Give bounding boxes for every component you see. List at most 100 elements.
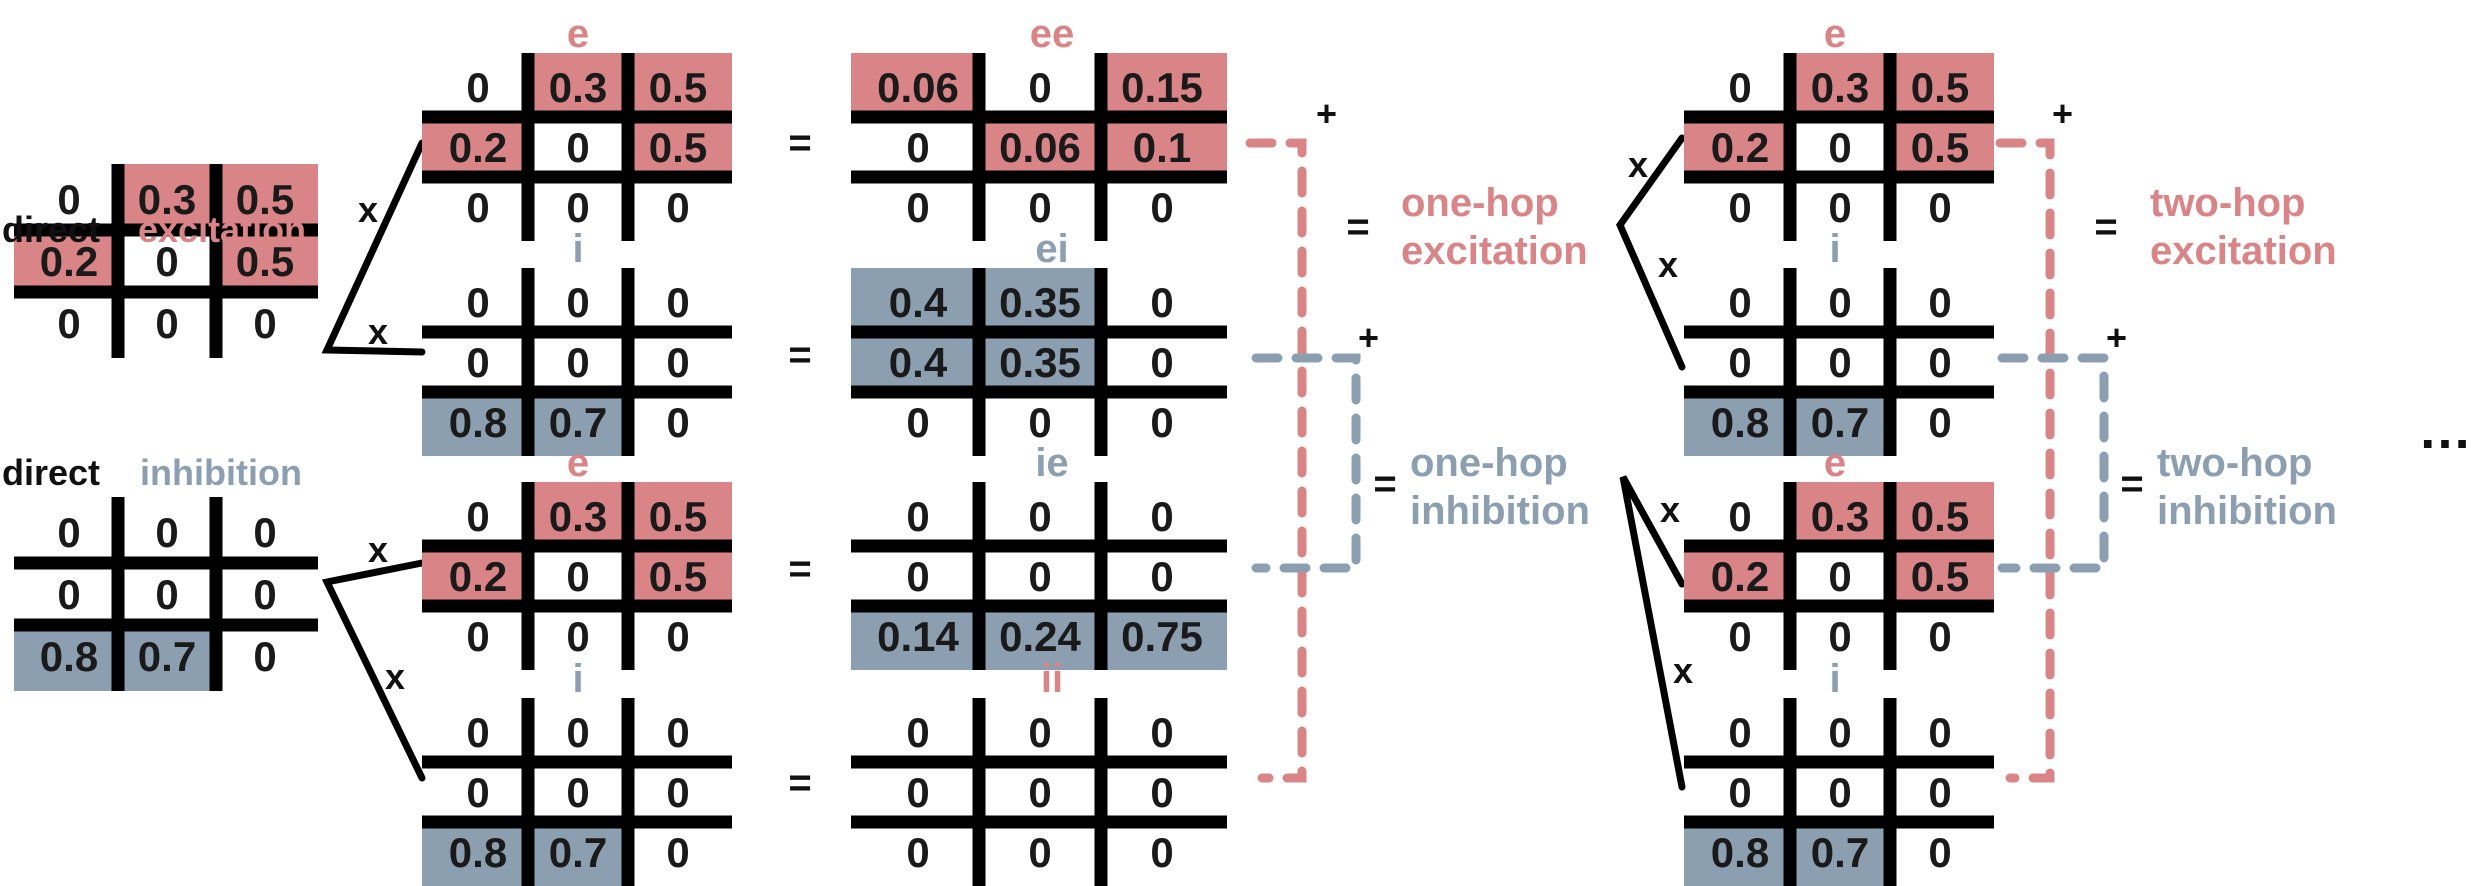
matrix-cell-value: 0.5 bbox=[649, 64, 707, 111]
equals-sign: = bbox=[1373, 462, 1396, 506]
matrix-cell-value: 0.2 bbox=[1711, 553, 1769, 600]
matrix-cell-shade bbox=[210, 164, 318, 234]
matrix-cell-value: 0 bbox=[466, 769, 489, 816]
label-onehop-factor-4: i bbox=[572, 657, 583, 701]
matrix-cell-value: 0 bbox=[1028, 769, 1051, 816]
matrix-cell-value: 0 bbox=[906, 124, 929, 171]
grid-line-vertical bbox=[1883, 698, 1897, 886]
matrix-cell-value: 0.06 bbox=[999, 124, 1081, 171]
grid-line-vertical bbox=[972, 53, 986, 241]
matrix-cell-value: 0 bbox=[1828, 769, 1851, 816]
label-product-ii: ii bbox=[1041, 657, 1063, 701]
matrix-cell-value: 0 bbox=[666, 184, 689, 231]
grid-line-horizontal bbox=[422, 539, 732, 553]
matrix-cell-value: 0 bbox=[1728, 184, 1751, 231]
grid-line-vertical bbox=[1094, 698, 1108, 886]
grid-line-vertical bbox=[1783, 698, 1797, 886]
matrix-cell-value: 0.14 bbox=[877, 613, 959, 660]
matrix-cell-value: 0 bbox=[1928, 769, 1951, 816]
equals-sign: = bbox=[788, 121, 811, 165]
grid-line-horizontal bbox=[14, 556, 318, 570]
matrix-cell-shade bbox=[1784, 482, 1894, 550]
matrix-cell-value: 0 bbox=[466, 613, 489, 660]
one-hop-inhibition-line1: one-hop bbox=[1410, 441, 1568, 485]
matrix-cell-value: 0 bbox=[57, 571, 80, 618]
grid-line-vertical bbox=[1094, 482, 1108, 670]
matrix-cell-value: 0.8 bbox=[449, 829, 507, 876]
grid-line-horizontal bbox=[422, 755, 732, 769]
matrix-cell-value: 0 bbox=[1028, 399, 1051, 446]
matrix-cell-shade bbox=[851, 53, 983, 121]
grid-line-vertical bbox=[1094, 53, 1108, 241]
matrix-cell-value: 0.3 bbox=[138, 176, 196, 223]
matrix-cell-value: 0 bbox=[666, 399, 689, 446]
matrix-cell-value: 0 bbox=[155, 571, 178, 618]
matrix-cell-value: 0.8 bbox=[40, 633, 98, 680]
grid-line-vertical bbox=[111, 164, 125, 358]
grid-line-vertical bbox=[621, 53, 635, 241]
matrix-cell-value: 0.7 bbox=[549, 399, 607, 446]
equals-sign: = bbox=[2120, 462, 2143, 506]
matrix-cell-value: 0 bbox=[155, 300, 178, 347]
branch-connector-inhibition bbox=[321, 559, 426, 782]
bracket-one-hop-excitation bbox=[1245, 138, 1307, 783]
multiply-sign: x bbox=[1673, 650, 1693, 691]
matrix-cell-value: 0 bbox=[1728, 709, 1751, 756]
matrix-cell-value: 0.2 bbox=[1711, 124, 1769, 171]
grid-line-vertical bbox=[1783, 53, 1797, 241]
matrix-cell-value: 0 bbox=[253, 633, 276, 680]
grid-line-vertical bbox=[521, 268, 535, 456]
grid-line-horizontal bbox=[422, 599, 732, 613]
matrix-cell-value: 0.5 bbox=[1911, 553, 1969, 600]
branch-connector-two-hop-top bbox=[1615, 134, 1686, 371]
matrix-cell-value: 0 bbox=[566, 709, 589, 756]
matrix-cell-value: 0.4 bbox=[889, 339, 948, 386]
matrix-cell-value: 0.15 bbox=[1121, 64, 1203, 111]
matrix-cell-value: 0.5 bbox=[649, 553, 707, 600]
matrix-cell-value: 0 bbox=[466, 493, 489, 540]
two-hop-inhibition-line2: inhibition bbox=[2157, 489, 2337, 533]
grid-line-vertical bbox=[111, 497, 125, 691]
label-twohop-factor-3: e bbox=[1824, 441, 1846, 485]
matrix-cell-shade bbox=[422, 542, 532, 610]
matrix-cell-value: 0.2 bbox=[449, 124, 507, 171]
matrix-cell-value: 0.3 bbox=[1811, 493, 1869, 540]
grid-line-horizontal bbox=[851, 599, 1227, 613]
label-product-ie: ie bbox=[1035, 441, 1068, 485]
multiply-sign: x bbox=[1660, 489, 1680, 530]
matrix-cell-value: 0 bbox=[566, 553, 589, 600]
matrix-cell-shade bbox=[851, 268, 983, 336]
matrix-cell-value: 0 bbox=[906, 184, 929, 231]
matrix-cell-value: 0 bbox=[1928, 184, 1951, 231]
matrix-cell-shade bbox=[522, 388, 632, 456]
bracket-two-hop-excitation bbox=[1995, 138, 2055, 783]
matrix-cell-value: 0 bbox=[1728, 279, 1751, 326]
matrix-cell-shade bbox=[210, 226, 318, 296]
grid-line-horizontal bbox=[422, 110, 732, 124]
matrix-cell-value: 0 bbox=[253, 509, 276, 556]
matrix-cell-value: 0.8 bbox=[1711, 399, 1769, 446]
matrix-cell-value: 0 bbox=[666, 829, 689, 876]
branch-connector-excitation bbox=[321, 139, 426, 356]
matrix-cell-value: 0 bbox=[666, 709, 689, 756]
matrix-cell-shade bbox=[1884, 542, 1994, 610]
two-hop-excitation-line1: two-hop bbox=[2150, 181, 2306, 225]
matrix-cell-value: 0 bbox=[1828, 553, 1851, 600]
matrix-cell-value: 0 bbox=[1150, 339, 1173, 386]
multiply-sign: x bbox=[358, 189, 378, 230]
grid-line-horizontal bbox=[1684, 325, 1994, 339]
matrix-cell-value: 0 bbox=[1928, 829, 1951, 876]
matrix-cell-shade bbox=[1784, 53, 1894, 121]
two-hop-excitation-line2: excitation bbox=[2150, 229, 2337, 273]
matrix-cell-value: 0.5 bbox=[649, 493, 707, 540]
matrix-cell-value: 0 bbox=[466, 709, 489, 756]
matrix-cell-value: 0 bbox=[1150, 829, 1173, 876]
matrix-cell-value: 0.75 bbox=[1121, 613, 1203, 660]
matrix-cell-shade bbox=[973, 602, 1105, 670]
matrix-cell-value: 0 bbox=[1150, 279, 1173, 326]
matrix-cell-value: 0 bbox=[1028, 493, 1051, 540]
matrix-cell-value: 0 bbox=[666, 769, 689, 816]
matrix-cell-shade bbox=[622, 542, 732, 610]
label-twohop-factor-4: i bbox=[1829, 657, 1840, 701]
